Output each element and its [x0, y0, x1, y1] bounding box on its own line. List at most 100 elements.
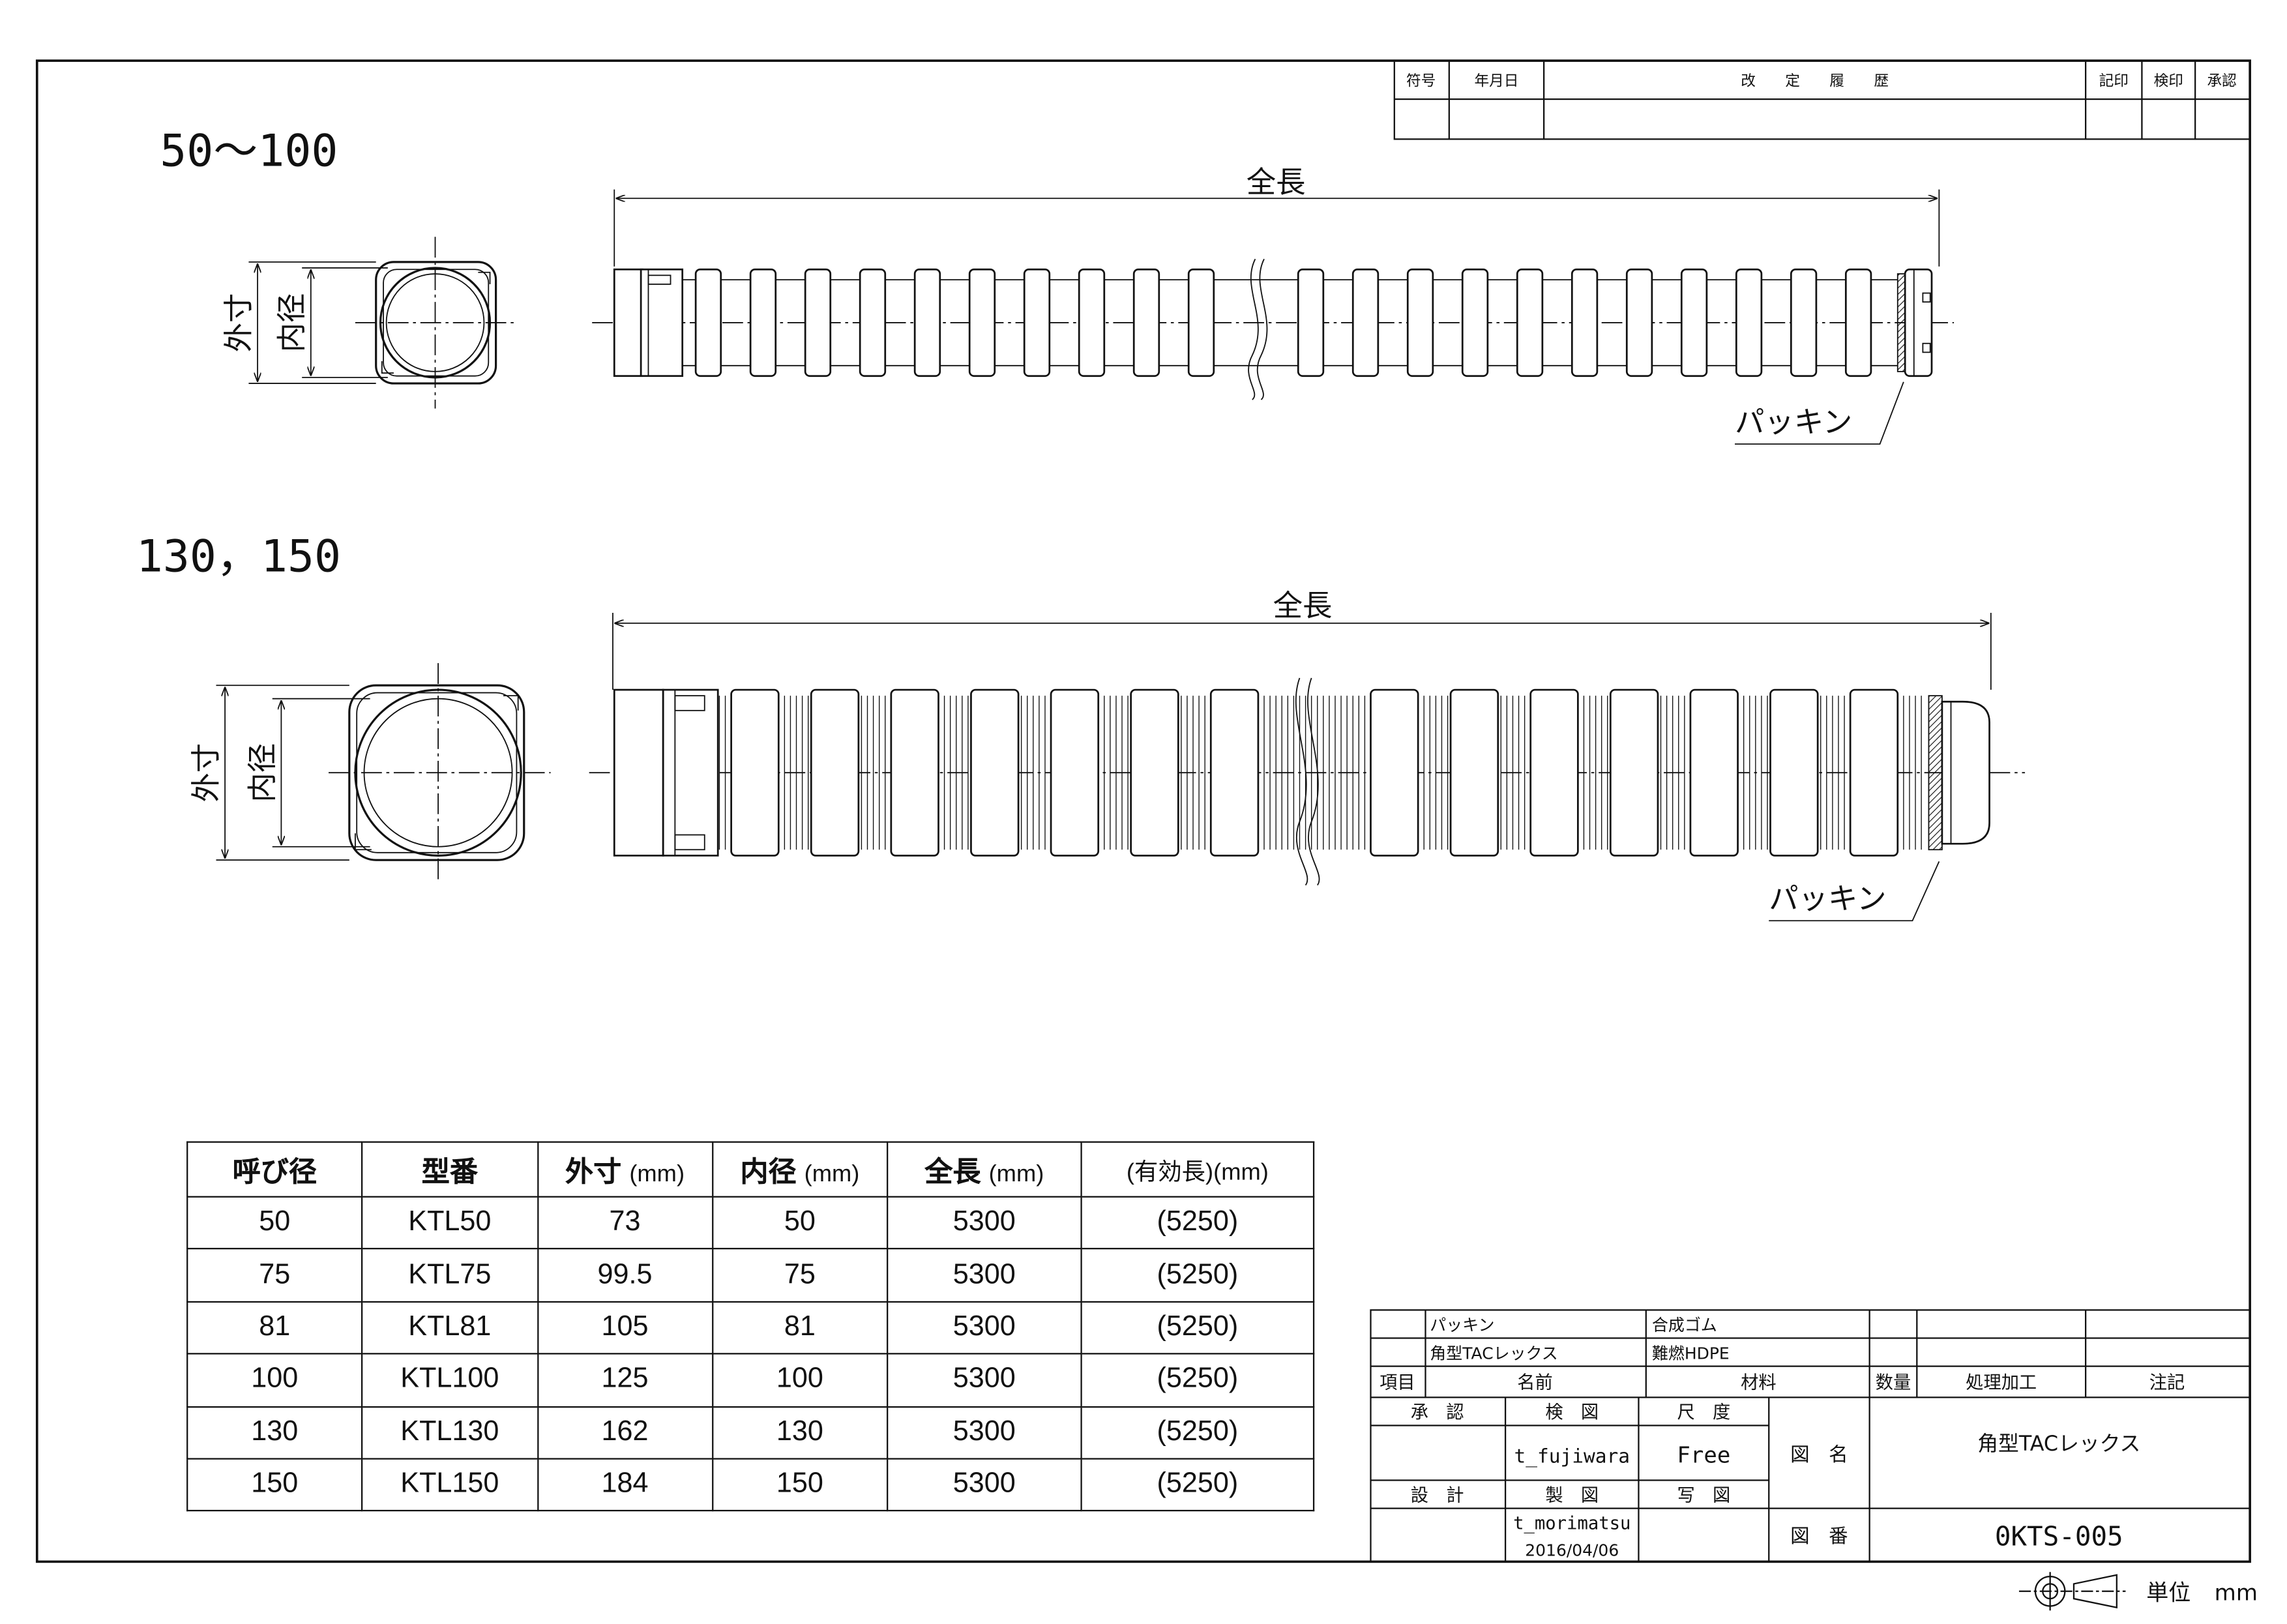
pipe-rib: [1132, 268, 1160, 377]
design-label: 設 計: [1411, 1485, 1464, 1505]
view2-pipe-side: [589, 677, 2026, 886]
cell-outer: 105: [537, 1301, 713, 1355]
pipe-rib: [859, 268, 887, 377]
parts-header-qty: 数量: [1876, 1373, 1911, 1393]
pipe-rib: [1571, 268, 1599, 377]
rev-header-date: 年月日: [1474, 73, 1518, 90]
check-label: 検 図: [1545, 1402, 1599, 1423]
pipe-rib: [804, 268, 832, 377]
parts-header-name: 名前: [1517, 1373, 1552, 1393]
cell-model: KTL50: [361, 1196, 539, 1250]
parts-header-item: 項目: [1380, 1373, 1415, 1393]
view1-length-label: 全長: [1247, 165, 1306, 199]
drawing-no-label: 図 番: [1790, 1525, 1848, 1547]
view1-pipe-side: [592, 258, 1955, 400]
pipe-rib: [913, 268, 941, 377]
view1-outer-label: 外寸: [221, 293, 256, 353]
pipe-rib: [1351, 268, 1380, 377]
view2-inner-label: 内径: [245, 743, 280, 803]
view2-packing-leader: [1769, 861, 1940, 922]
draw-label: 製 図: [1545, 1485, 1599, 1505]
view1-packing-label: パッキン: [1735, 405, 1852, 439]
cell-inner: 150: [711, 1458, 889, 1512]
view2-outer-label: 外寸: [188, 743, 223, 803]
view1-inner-label: 内径: [274, 293, 309, 353]
cell-nominal: 50: [186, 1196, 363, 1250]
pipe-rib: [749, 268, 777, 377]
cell-length: 5300: [886, 1301, 1082, 1355]
col-header-outer: 外寸 (mm): [537, 1141, 713, 1198]
col-header-length: 全長 (mm): [886, 1141, 1082, 1198]
pipe-rib: [694, 268, 722, 377]
cell-outer: 73: [537, 1196, 713, 1250]
pipe-rib: [1609, 688, 1659, 857]
pipe-rib: [1209, 688, 1260, 857]
drawing-name: 角型TACレックス: [1977, 1432, 2140, 1456]
cell-model: KTL150: [361, 1458, 539, 1512]
cell-model: KTL130: [361, 1405, 539, 1460]
cell-effective-length: (5250): [1080, 1458, 1315, 1512]
pipe-rib: [1689, 688, 1739, 857]
pipe-rib: [1078, 268, 1106, 377]
part1-name: パッキン: [1430, 1316, 1494, 1335]
cell-model: KTL75: [361, 1248, 539, 1303]
unit-value: mm: [2215, 1580, 2258, 1606]
cell-model: KTL81: [361, 1301, 539, 1355]
col-header-inner: 内径 (mm): [711, 1141, 889, 1198]
unit-label: 単位: [2146, 1580, 2191, 1606]
cell-outer: 184: [537, 1458, 713, 1512]
cell-length: 5300: [886, 1248, 1082, 1303]
cell-nominal: 100: [186, 1353, 363, 1408]
pipe-rib: [1790, 268, 1818, 377]
drawing-name-label: 図 名: [1790, 1443, 1848, 1466]
col-header-nominal: 呼び径: [186, 1141, 363, 1198]
view1-section-dims: [248, 261, 388, 384]
cell-inner: 100: [711, 1353, 889, 1408]
cell-inner: 50: [711, 1196, 889, 1250]
title-block-lines: [1370, 1309, 2251, 1563]
pipe-rib: [970, 688, 1020, 857]
scale-label: 尺 度: [1677, 1402, 1730, 1423]
view1-cross-section: [355, 237, 516, 409]
pipe-rib: [1023, 268, 1051, 377]
drawing-no: 0KTS-005: [1995, 1520, 2123, 1552]
cell-inner: 81: [711, 1301, 889, 1355]
pipe-rib: [1516, 268, 1544, 377]
cell-outer: 99.5: [537, 1248, 713, 1303]
pipe-rib: [1449, 688, 1499, 857]
view1-title: 50～100: [160, 125, 338, 177]
spec-table-header-row: 呼び径 型番 外寸 (mm) 内径 (mm) 全長 (mm) (有効長)(mm): [186, 1141, 1315, 1198]
pipe-rib: [1187, 268, 1215, 377]
col-header-model: 型番: [361, 1141, 539, 1198]
cell-length: 5300: [886, 1196, 1082, 1250]
rev-header-symbol: 符号: [1406, 73, 1436, 90]
rev-header-check: 検印: [2154, 73, 2183, 90]
cell-outer: 125: [537, 1353, 713, 1408]
col-header-effective-length: (有効長)(mm): [1080, 1141, 1315, 1198]
parts-header-material: 材料: [1741, 1373, 1776, 1393]
pipe-rib: [730, 688, 780, 857]
pipe-rib: [1735, 268, 1763, 377]
pipe-rib: [1406, 268, 1434, 377]
part2-name: 角型TACレックス: [1430, 1344, 1557, 1363]
approve-label: 承 認: [1411, 1402, 1464, 1423]
projection-symbol-icon: [2018, 1572, 2126, 1611]
pipe-rib: [968, 268, 996, 377]
cell-effective-length: (5250): [1080, 1196, 1315, 1250]
cell-model: KTL100: [361, 1353, 539, 1408]
spec-table: 呼び径 型番 外寸 (mm) 内径 (mm) 全長 (mm) (有効長)(mm)…: [186, 1141, 1315, 1512]
cell-outer: 162: [537, 1405, 713, 1460]
pipe-rib: [1769, 688, 1819, 857]
drawer-name: t_morimatsu: [1513, 1513, 1630, 1533]
view1-packing-leader: [1735, 381, 1904, 445]
pipe-rib: [1849, 688, 1899, 857]
rev-header-history: 改 定 履 歴: [1741, 73, 1889, 90]
